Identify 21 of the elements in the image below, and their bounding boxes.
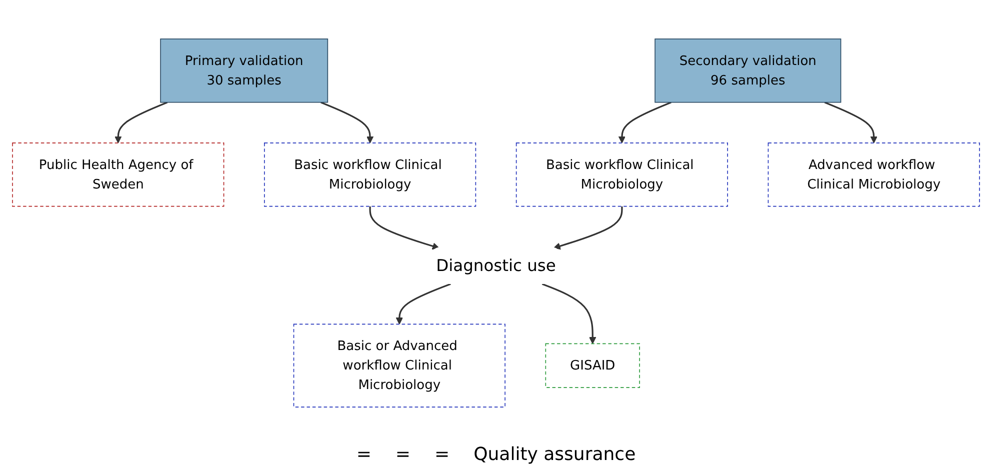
arrow: [553, 206, 623, 250]
node-box: Advanced workflow Clinical Microbiology: [768, 142, 980, 207]
arrow: [369, 206, 440, 250]
node-box: Basic or Advanced workflow Clinical Microbiology: [293, 324, 506, 408]
node-text: Diagnostic use: [436, 256, 556, 276]
note-text: Quality assurance: [474, 444, 636, 465]
arrow: [542, 283, 596, 344]
node-box: GISAID: [545, 343, 640, 388]
arrow: [396, 283, 451, 324]
node-box: Public Health Agency of Sweden: [12, 142, 224, 207]
node-box: Basic workflow Clinical Microbiology: [516, 142, 728, 207]
note-text: =: [434, 444, 450, 465]
arrow: [114, 102, 168, 144]
node-box: Secondary validation 96 samples: [654, 38, 842, 103]
node-box: Primary validation 30 samples: [160, 38, 328, 103]
note-text: =: [395, 444, 411, 465]
arrow: [824, 102, 878, 144]
note-text: =: [356, 444, 372, 465]
arrow: [320, 102, 374, 144]
node-box: Basic workflow Clinical Microbiology: [264, 142, 476, 207]
arrow: [618, 102, 672, 144]
